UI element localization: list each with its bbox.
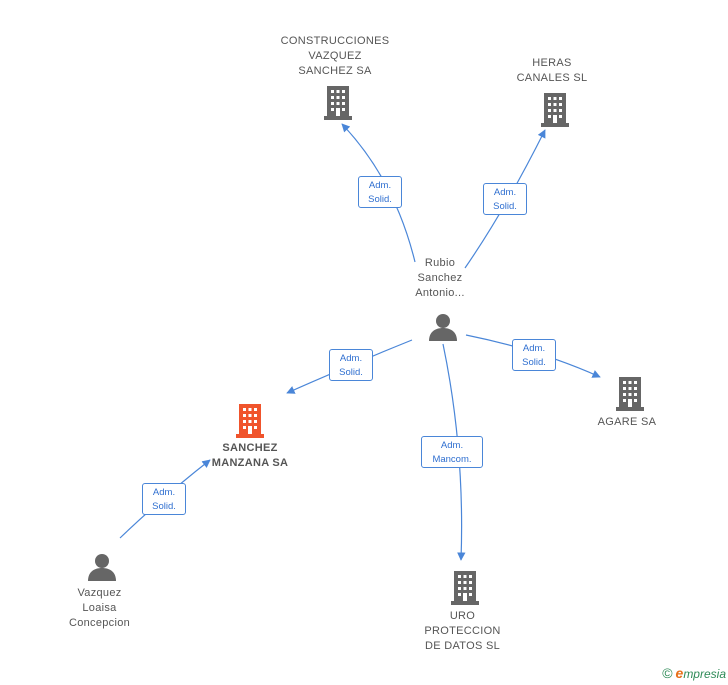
building-icon[interactable]	[449, 571, 481, 605]
label-line: Loaisa	[82, 602, 117, 614]
brand-name: mpresia	[683, 667, 726, 681]
building-icon[interactable]	[234, 404, 266, 438]
edge-label-line: Solid.	[339, 367, 363, 378]
edge-label-line: Adm.	[339, 353, 363, 364]
edge-label-rubio-uro[interactable]: Adm. Mancom.	[421, 436, 483, 468]
label-line: URO	[449, 610, 476, 622]
label-line: Sanchez	[417, 272, 463, 284]
label-line: Vazquez	[77, 587, 122, 599]
edge-label-line: Mancom.	[432, 454, 472, 465]
node-label-construcciones[interactable]: CONSTRUCCIONES VAZQUEZ SANCHEZ SA	[275, 34, 395, 79]
person-icon[interactable]	[428, 313, 458, 341]
label-line: SANCHEZ SA	[298, 65, 372, 77]
edge-label-line: Solid.	[493, 201, 517, 212]
label-line: SANCHEZ	[222, 442, 278, 454]
label-line: DE DATOS SL	[424, 640, 501, 652]
building-icon[interactable]	[614, 377, 646, 411]
edge-label-line: Solid.	[368, 194, 392, 205]
label-line: MANZANA SA	[211, 457, 289, 469]
person-icon[interactable]	[87, 553, 117, 581]
brand-logo-initial: e	[675, 665, 684, 681]
building-icon[interactable]	[322, 86, 354, 120]
edge-label-line: Adm.	[440, 440, 464, 451]
node-label-heras[interactable]: HERAS CANALES SL	[502, 56, 602, 86]
edge-label-rubio-construcciones[interactable]: Adm. Solid.	[358, 176, 402, 208]
node-label-agare[interactable]: AGARE SA	[582, 415, 672, 430]
label-line: Antonio...	[415, 287, 465, 299]
node-label-uro[interactable]: URO PROTECCION DE DATOS SL	[415, 609, 510, 654]
edge-label-line: Adm.	[152, 487, 176, 498]
edge-label-vazquez-sanchez-manzana[interactable]: Adm. Solid.	[142, 483, 186, 515]
label-line: Rubio	[424, 257, 456, 269]
label-line: CONSTRUCCIONES	[280, 35, 390, 47]
building-icon[interactable]	[539, 93, 571, 127]
copyright-icon: ©	[662, 665, 673, 681]
label-line: CANALES SL	[516, 72, 588, 84]
label-line: Concepcion	[68, 617, 131, 629]
edge-label-line: Adm.	[522, 343, 546, 354]
empresia-footer[interactable]: ©empresia	[662, 665, 726, 681]
label-line: VAZQUEZ	[308, 50, 362, 62]
edge-label-rubio-agare[interactable]: Adm. Solid.	[512, 339, 556, 371]
label-line: HERAS	[532, 57, 572, 69]
node-label-rubio[interactable]: Rubio Sanchez Antonio...	[395, 256, 485, 301]
label-line: PROTECCION	[424, 625, 501, 637]
edge-label-rubio-sanchez-manzana[interactable]: Adm. Solid.	[329, 349, 373, 381]
edge-label-line: Adm.	[493, 187, 517, 198]
edge-label-line: Adm.	[368, 180, 392, 191]
edge-label-line: Solid.	[152, 501, 176, 512]
node-label-sanchez-manzana[interactable]: SANCHEZ MANZANA SA	[195, 441, 305, 471]
node-label-vazquez[interactable]: Vazquez Loaisa Concepcion	[52, 586, 147, 631]
label-line: AGARE SA	[597, 416, 657, 428]
edge-label-line: Solid.	[522, 357, 546, 368]
edge-label-rubio-heras[interactable]: Adm. Solid.	[483, 183, 527, 215]
